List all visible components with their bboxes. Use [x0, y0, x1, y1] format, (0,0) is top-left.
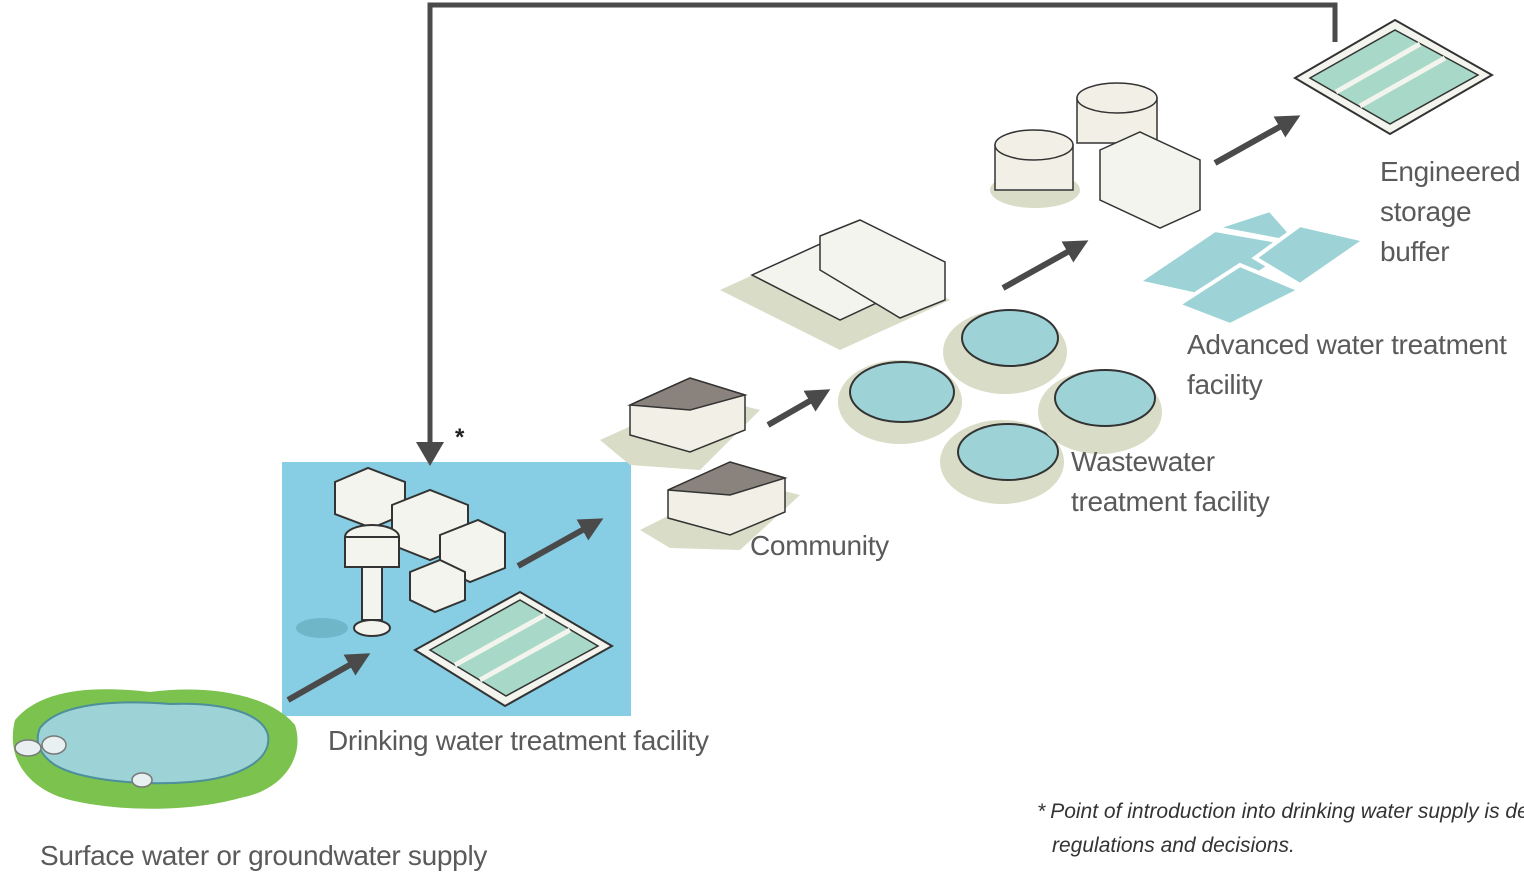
drinking-water-label: Drinking water treatment facility [328, 721, 709, 761]
community-houses [600, 377, 800, 550]
advanced-treatment-pools [1133, 207, 1370, 328]
footnote-line1: *Point of introduction into drinking wat… [1038, 795, 1524, 829]
advanced-treatment-label-line1: Advanced water treatment [1187, 329, 1507, 360]
advanced-treatment-label-line2: facility [1187, 369, 1263, 400]
flow-arrow-supply-to-drinking [286, 653, 371, 703]
return-flow-arrowhead [416, 442, 444, 466]
storage-buffer-label-line1: Engineered [1380, 156, 1521, 187]
drinking-water-basin [413, 590, 615, 708]
advanced-treatment-tanks [990, 82, 1201, 229]
community-label: Community [750, 526, 889, 566]
footnote-line2: regulations and decisions. [1052, 834, 1295, 857]
wastewater-label-line1: Wastewater [1071, 446, 1215, 477]
drinking-water-label-text: Drinking water treatment facility [328, 725, 709, 756]
storage-buffer-label: Engineered storage buffer [1380, 152, 1521, 272]
wastewater-clarifiers [838, 309, 1162, 504]
wastewater-label: Wastewater treatment facility [1071, 442, 1270, 522]
wastewater-label-line2: treatment facility [1071, 486, 1270, 517]
flow-arrow-community-to-wastewater [766, 389, 831, 428]
flow-arrow-drinking-to-community [516, 518, 604, 569]
surface-water-pond [12, 689, 298, 809]
drinking-water-buildings [296, 466, 506, 638]
wastewater-building [720, 219, 950, 350]
surface-water-label-text: Surface water or groundwater supply [40, 840, 488, 871]
flow-arrow-advanced-to-storage [1213, 115, 1301, 166]
flow-arrow-wastewater-to-advanced [1001, 240, 1089, 291]
return-flow-line [427, 2, 1338, 452]
footnote-line1-text: Point of introduction into drinking wate… [1050, 800, 1524, 823]
surface-water-label: Surface water or groundwater supply [40, 836, 487, 876]
introduction-point-marker: * [455, 424, 465, 451]
community-label-text: Community [750, 530, 889, 561]
advanced-treatment-label: Advanced water treatment facility [1187, 325, 1507, 405]
storage-buffer-label-line3: buffer [1380, 236, 1450, 267]
storage-buffer-basin [1293, 18, 1495, 136]
footnote-mark: * [1038, 800, 1047, 823]
footnote: *Point of introduction into drinking wat… [1038, 795, 1524, 863]
storage-buffer-label-line2: storage [1380, 196, 1472, 227]
